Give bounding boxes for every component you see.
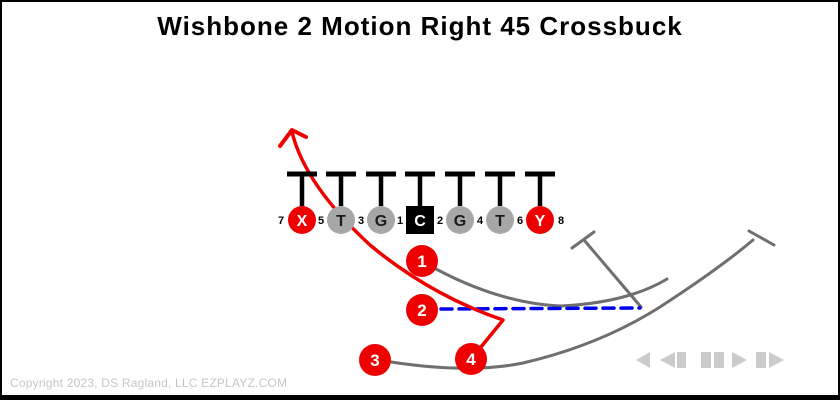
player-circle[interactable] [288,206,316,234]
gap-number: 1 [397,215,403,227]
back-3[interactable]: 3 [359,344,391,376]
lineman-x[interactable]: X [288,206,316,234]
dive-route [434,267,669,308]
lineman-t[interactable]: T [486,206,514,234]
playback-controls [636,352,784,368]
player-label: G [454,213,466,230]
play-diagram-svg: X T G C G T Y 7 5 3 1 2 4 6 8 1 2 3 4 [278,128,784,376]
back-2[interactable]: 2 [406,294,438,326]
player-circle[interactable] [486,206,514,234]
player-circle[interactable] [526,206,554,234]
back-circle[interactable] [406,245,438,277]
player-circle[interactable] [327,206,355,234]
back-label: 3 [370,351,379,370]
player-label: X [297,213,308,230]
back-label: 4 [466,350,476,369]
block-line [582,238,643,309]
lineman-y[interactable]: Y [526,206,554,234]
step-forward-icon[interactable] [756,352,784,368]
defender-mark[interactable] [405,171,435,206]
crossbuck-route-arrowhead [278,128,308,148]
defender-mark[interactable] [525,171,555,206]
player-circle[interactable] [367,206,395,234]
defender-mark[interactable] [366,171,396,206]
player-circle[interactable] [446,206,474,234]
back-label: 2 [417,301,426,320]
lineman-g[interactable]: G [446,206,474,234]
defenders-layer [287,171,555,206]
player-label: T [495,213,505,230]
gap-number: 6 [517,215,523,227]
qb-dashed-motion-line [439,306,642,311]
back-circle[interactable] [455,343,487,375]
defender-mark[interactable] [445,171,475,206]
gap-number: 7 [278,215,284,227]
crossbuck-motion-route [290,130,505,349]
back-label: 1 [417,252,426,271]
gap-number: 8 [558,215,564,227]
gap-number: 5 [318,215,324,227]
lineman-c[interactable]: C [406,206,434,234]
play-title: Wishbone 2 Motion Right 45 Crossbuck [157,11,683,41]
gap-numbers-layer: 7 5 3 1 2 4 6 8 [278,215,564,227]
player-label: T [336,213,346,230]
back-1[interactable]: 1 [406,245,438,277]
block-line-cap [570,230,596,250]
back-circle[interactable] [406,294,438,326]
lineman-g[interactable]: G [367,206,395,234]
sweep-route-block-cap [747,229,776,247]
defender-mark[interactable] [485,171,515,206]
player-label: C [414,213,426,230]
rewind-icon[interactable] [636,352,650,368]
center-square[interactable] [406,206,434,234]
player-label: Y [535,213,546,230]
defender-mark[interactable] [287,171,317,206]
step-back-icon[interactable] [660,352,686,368]
gap-number: 4 [477,215,484,227]
pause-icon[interactable] [701,352,724,368]
gap-number: 3 [358,215,364,227]
back-circle[interactable] [359,344,391,376]
defender-mark[interactable] [326,171,356,206]
routes-layer [278,128,776,370]
backs-layer: 1 2 3 4 [359,245,487,376]
play-icon[interactable] [732,352,747,368]
gap-number: 2 [437,215,443,227]
lineman-t[interactable]: T [327,206,355,234]
player-label: G [375,213,387,230]
back-4[interactable]: 4 [455,343,487,375]
copyright-text: Copyright 2023, DS Ragland, LLC EZPLAYZ.… [10,376,288,390]
